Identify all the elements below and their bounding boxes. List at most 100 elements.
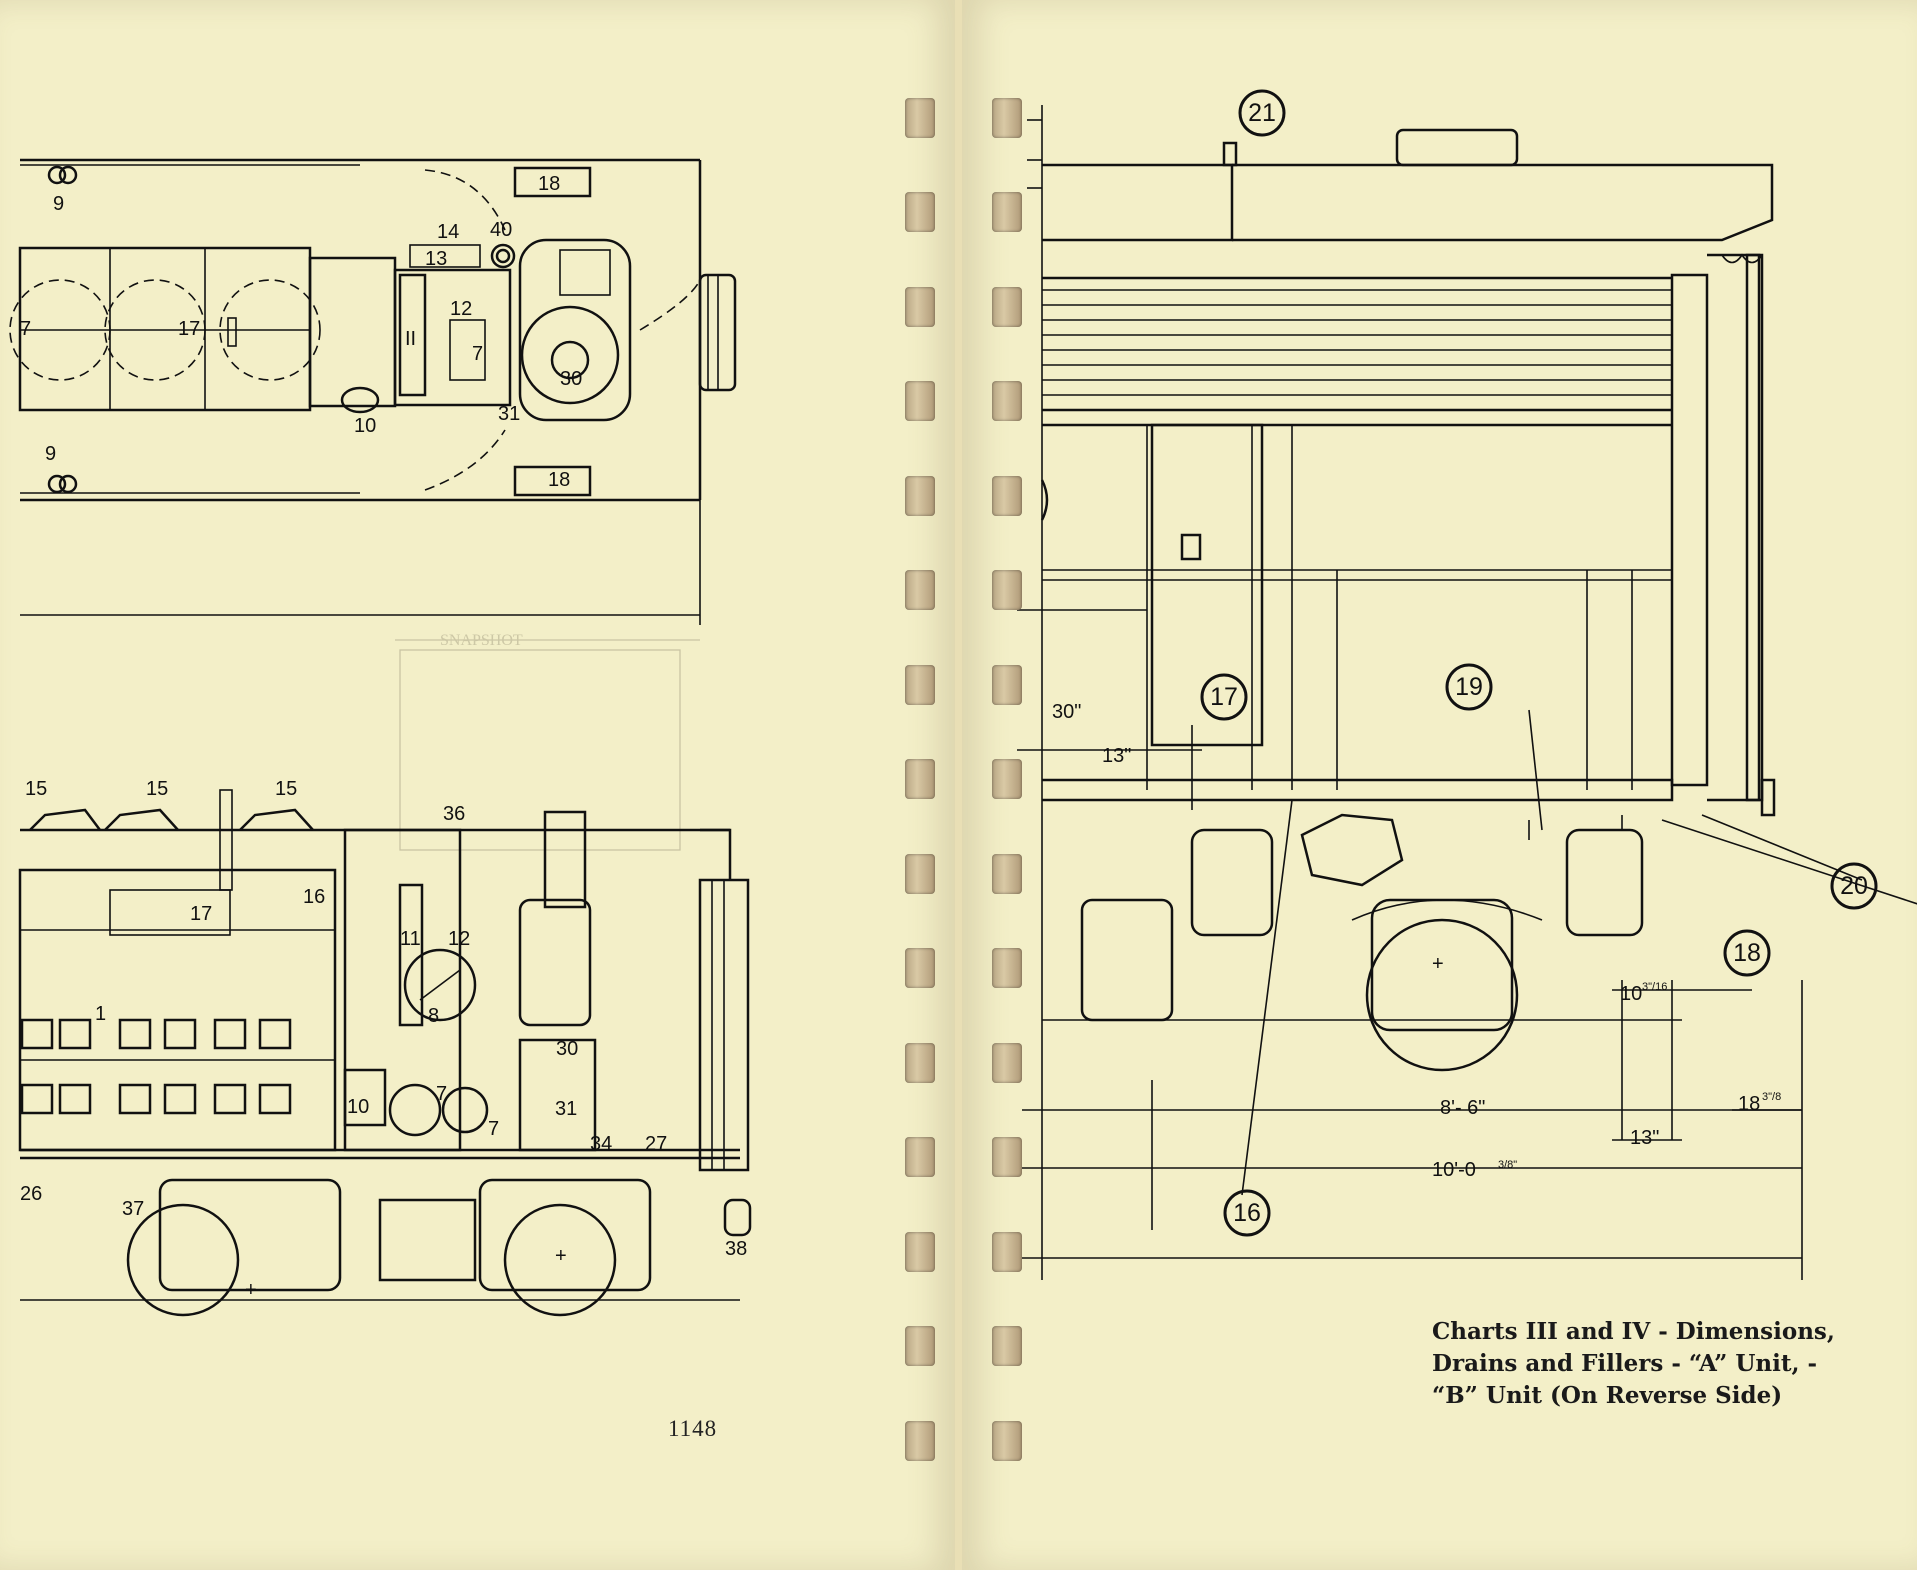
svg-text:15: 15 (146, 778, 168, 800)
svg-text:20: 20 (1840, 872, 1868, 900)
svg-text:37: 37 (122, 1198, 144, 1220)
side-window-row: + + (20, 1018, 567, 1301)
binding-hole (905, 948, 935, 988)
svg-text:10: 10 (1620, 983, 1642, 1005)
svg-text:17: 17 (1210, 683, 1238, 711)
caption-line-2: Drains and Fillers - “A” Unit, - (1432, 1350, 1818, 1377)
balloon-labels: 21 17 19 16 18 20 (1200, 89, 1878, 1237)
svg-text:8: 8 (428, 1005, 439, 1027)
balloon-21: 21 (1238, 89, 1286, 137)
svg-text:26: 26 (20, 1183, 42, 1205)
svg-text:18: 18 (1738, 1093, 1760, 1115)
right-drawing: + (1017, 89, 1917, 1280)
svg-text:+: + (245, 1279, 257, 1301)
balloon-17: 17 (1200, 673, 1248, 721)
binding-hole (992, 192, 1022, 232)
binding-hole (992, 1043, 1022, 1083)
svg-text:30: 30 (560, 368, 582, 390)
svg-text:19: 19 (1455, 673, 1483, 701)
svg-text:+: + (555, 1245, 567, 1267)
binding-hole (992, 476, 1022, 516)
svg-text:17: 17 (178, 318, 200, 340)
binding-hole (905, 287, 935, 327)
svg-text:+: + (1432, 953, 1444, 975)
binding-hole (905, 476, 935, 516)
svg-text:38: 38 (725, 1238, 747, 1260)
svg-text:18: 18 (538, 173, 560, 195)
binding-hole (905, 381, 935, 421)
balloon-20: 20 (1830, 862, 1878, 910)
svg-text:30": 30" (1052, 701, 1081, 723)
svg-text:16: 16 (303, 886, 325, 908)
svg-text:17: 17 (190, 903, 212, 925)
binding-hole (905, 1043, 935, 1083)
svg-text:30: 30 (556, 1038, 578, 1060)
binding-hole (992, 1137, 1022, 1177)
svg-text:13": 13" (1630, 1127, 1659, 1149)
binding-hole (905, 1326, 935, 1366)
svg-text:31: 31 (498, 403, 520, 425)
svg-text:31: 31 (555, 1098, 577, 1120)
svg-text:7: 7 (472, 343, 483, 365)
plan-view-labels: 9 18 14 40 13 II 12 17 7 7 30 10 31 9 18 (20, 173, 582, 491)
book-gutter (955, 0, 962, 1570)
svg-text:11: 11 (400, 928, 421, 950)
dimension-labels: 30" 13" 10 3"/16 8'- 6" 18 3"/8 13" 10'-… (1052, 701, 1781, 1181)
svg-text:18: 18 (548, 469, 570, 491)
balloon-18: 18 (1723, 929, 1771, 977)
svg-text:10: 10 (354, 415, 376, 437)
balloon-19: 19 (1445, 663, 1493, 711)
binding-hole (905, 98, 935, 138)
binding-hole (905, 759, 935, 799)
svg-text:27: 27 (645, 1133, 667, 1155)
svg-text:13: 13 (425, 248, 447, 270)
leader-lines (1027, 119, 1917, 1196)
svg-text:16: 16 (1233, 1199, 1261, 1227)
bleed-through-text: SNAPSHOT (395, 632, 700, 851)
page-number: 1148 (668, 1416, 718, 1441)
svg-text:1: 1 (95, 1003, 106, 1025)
svg-text:15: 15 (275, 778, 297, 800)
binding-hole (905, 1137, 935, 1177)
svg-text:36: 36 (443, 803, 465, 825)
svg-text:12: 12 (448, 928, 470, 950)
svg-text:3"/16: 3"/16 (1642, 981, 1667, 993)
svg-text:13": 13" (1102, 745, 1131, 767)
svg-text:8'- 6": 8'- 6" (1440, 1097, 1485, 1119)
svg-text:3"/8: 3"/8 (1762, 1091, 1781, 1103)
figure-caption: Charts III and IV - Dimensions, Drains a… (1432, 1316, 1902, 1412)
svg-text:SNAPSHOT: SNAPSHOT (440, 632, 523, 649)
svg-text:12: 12 (450, 298, 472, 320)
binding-hole (992, 759, 1022, 799)
binding-hole (992, 1326, 1022, 1366)
binding-hole (992, 665, 1022, 705)
caption-line-1: Charts III and IV - Dimensions, (1432, 1318, 1835, 1345)
side-view-labels: 15 15 15 36 16 17 11 12 8 1 30 10 7 7 31… (20, 778, 747, 1260)
svg-text:15: 15 (25, 778, 47, 800)
b-unit-truck: + (1042, 813, 1682, 1072)
binding-hole (992, 98, 1022, 138)
binding-hole (905, 1232, 935, 1272)
binding-hole (905, 570, 935, 610)
binding-hole (992, 854, 1022, 894)
binding-hole (905, 192, 935, 232)
svg-text:9: 9 (53, 193, 64, 215)
side-elevation-outline (18, 789, 752, 1317)
svg-text:10: 10 (347, 1096, 369, 1118)
svg-text:7: 7 (488, 1118, 499, 1140)
binding-hole (905, 665, 935, 705)
svg-text:9: 9 (45, 443, 56, 465)
plan-view-outline (9, 158, 737, 625)
svg-text:II: II (405, 328, 416, 350)
svg-text:34: 34 (590, 1133, 612, 1155)
binding-hole (905, 1421, 935, 1461)
left-page: SNAPSHOT (0, 0, 955, 1570)
svg-text:14: 14 (437, 221, 459, 243)
b-unit-body (1040, 128, 1776, 817)
balloon-16: 16 (1223, 1189, 1271, 1237)
svg-text:3/8": 3/8" (1498, 1159, 1517, 1171)
binding-hole (992, 1421, 1022, 1461)
binding-hole (905, 854, 935, 894)
svg-text:21: 21 (1248, 99, 1276, 127)
left-drawing: SNAPSHOT (9, 158, 752, 1317)
